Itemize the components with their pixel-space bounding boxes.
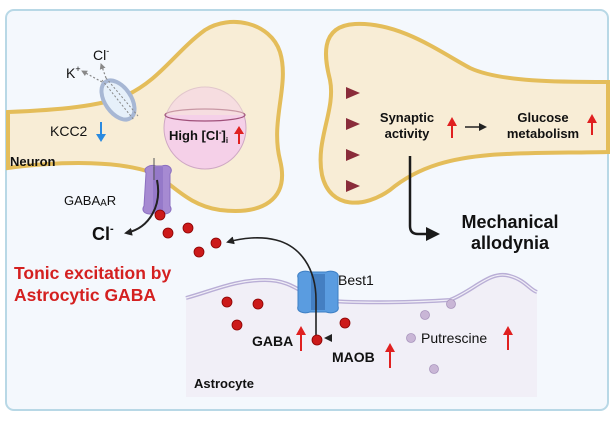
gaba-dot [193,246,205,258]
allodynia-arrow [408,156,440,241]
synaptic-up-arrow-icon [447,117,457,138]
maob-up-arrow-icon [385,343,395,368]
putrescine-dot [420,310,430,320]
gaba-dot [221,296,233,308]
gaba-dot [252,298,264,310]
kcc2-label: KCC2 [50,123,88,139]
putrescine-dot [446,299,456,309]
kcc2-transporter [81,63,139,122]
astrocyte-label: Astrocyte [194,376,254,391]
putrescine-label: Putrescine [421,330,487,346]
k-ion-label: K+ [66,64,81,81]
cl-ion-label: Cl- [93,46,109,63]
chloride-vesicle [163,83,247,170]
postsynaptic-neuron [318,21,610,205]
putrescine-up-arrow-icon [503,326,513,350]
gaba-label: GABA [252,333,293,349]
gaba-up-arrow-icon [296,326,306,351]
neuron-label: Neuron [10,154,56,169]
putrescine-molecules [406,299,456,374]
putrescine-dot [406,333,416,343]
glucose-up-arrow-icon [587,114,597,135]
gaba-dot [339,317,351,329]
signal-arrows [265,87,360,192]
high-cl-label: High [Cl-]i [169,128,228,145]
gaba-dot [231,319,243,331]
high-cl-up-arrow-icon [234,126,244,144]
gaba-dot [210,237,222,249]
gabaar-label: GABAAR [64,193,116,209]
cl-efflux-arrow [124,179,160,236]
gaba-dot [311,334,323,346]
cl-out-label: Cl- [92,223,114,244]
gaba-dot [154,209,166,221]
kcc2-down-arrow-icon [96,122,106,142]
gaba-release-arrow [226,236,317,338]
best1-label: Best1 [338,272,374,288]
gaba-molecules-extracellular [154,209,222,258]
gaba-dot [162,227,174,239]
gaba-molecules-intracellular [221,296,351,346]
gaba-dot [182,222,194,234]
maob-label: MAOB [332,349,375,365]
putrescine-dot [429,364,439,374]
best1-channel [297,270,339,314]
